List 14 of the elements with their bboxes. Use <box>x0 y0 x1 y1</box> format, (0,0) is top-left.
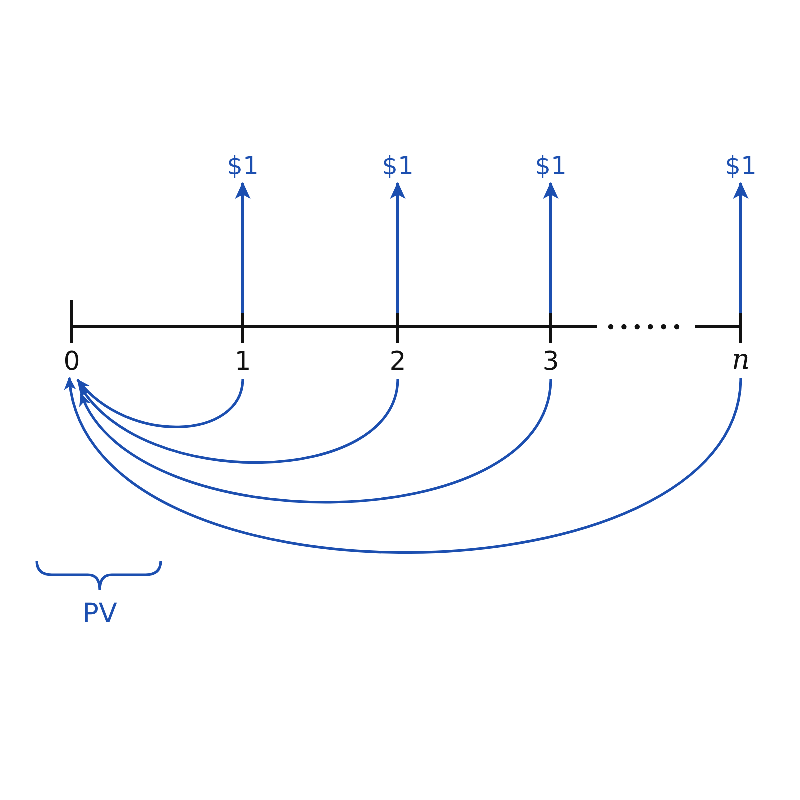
period-label: 1 <box>234 349 252 375</box>
period-label: 3 <box>542 349 560 375</box>
present-value-label: PV <box>82 600 118 628</box>
amount-label: $1 <box>535 154 567 178</box>
discount-arrow <box>76 378 244 428</box>
period-label: 2 <box>390 349 406 375</box>
amount-label: $1 <box>382 154 414 178</box>
period-label: 0 <box>64 349 80 375</box>
amount-label: $1 <box>227 154 259 178</box>
period-label: n <box>732 346 750 374</box>
discount-arrow <box>80 378 552 504</box>
discount-arrow <box>67 376 742 554</box>
discount-arrow <box>79 378 400 464</box>
amount-label: $1 <box>725 154 757 178</box>
